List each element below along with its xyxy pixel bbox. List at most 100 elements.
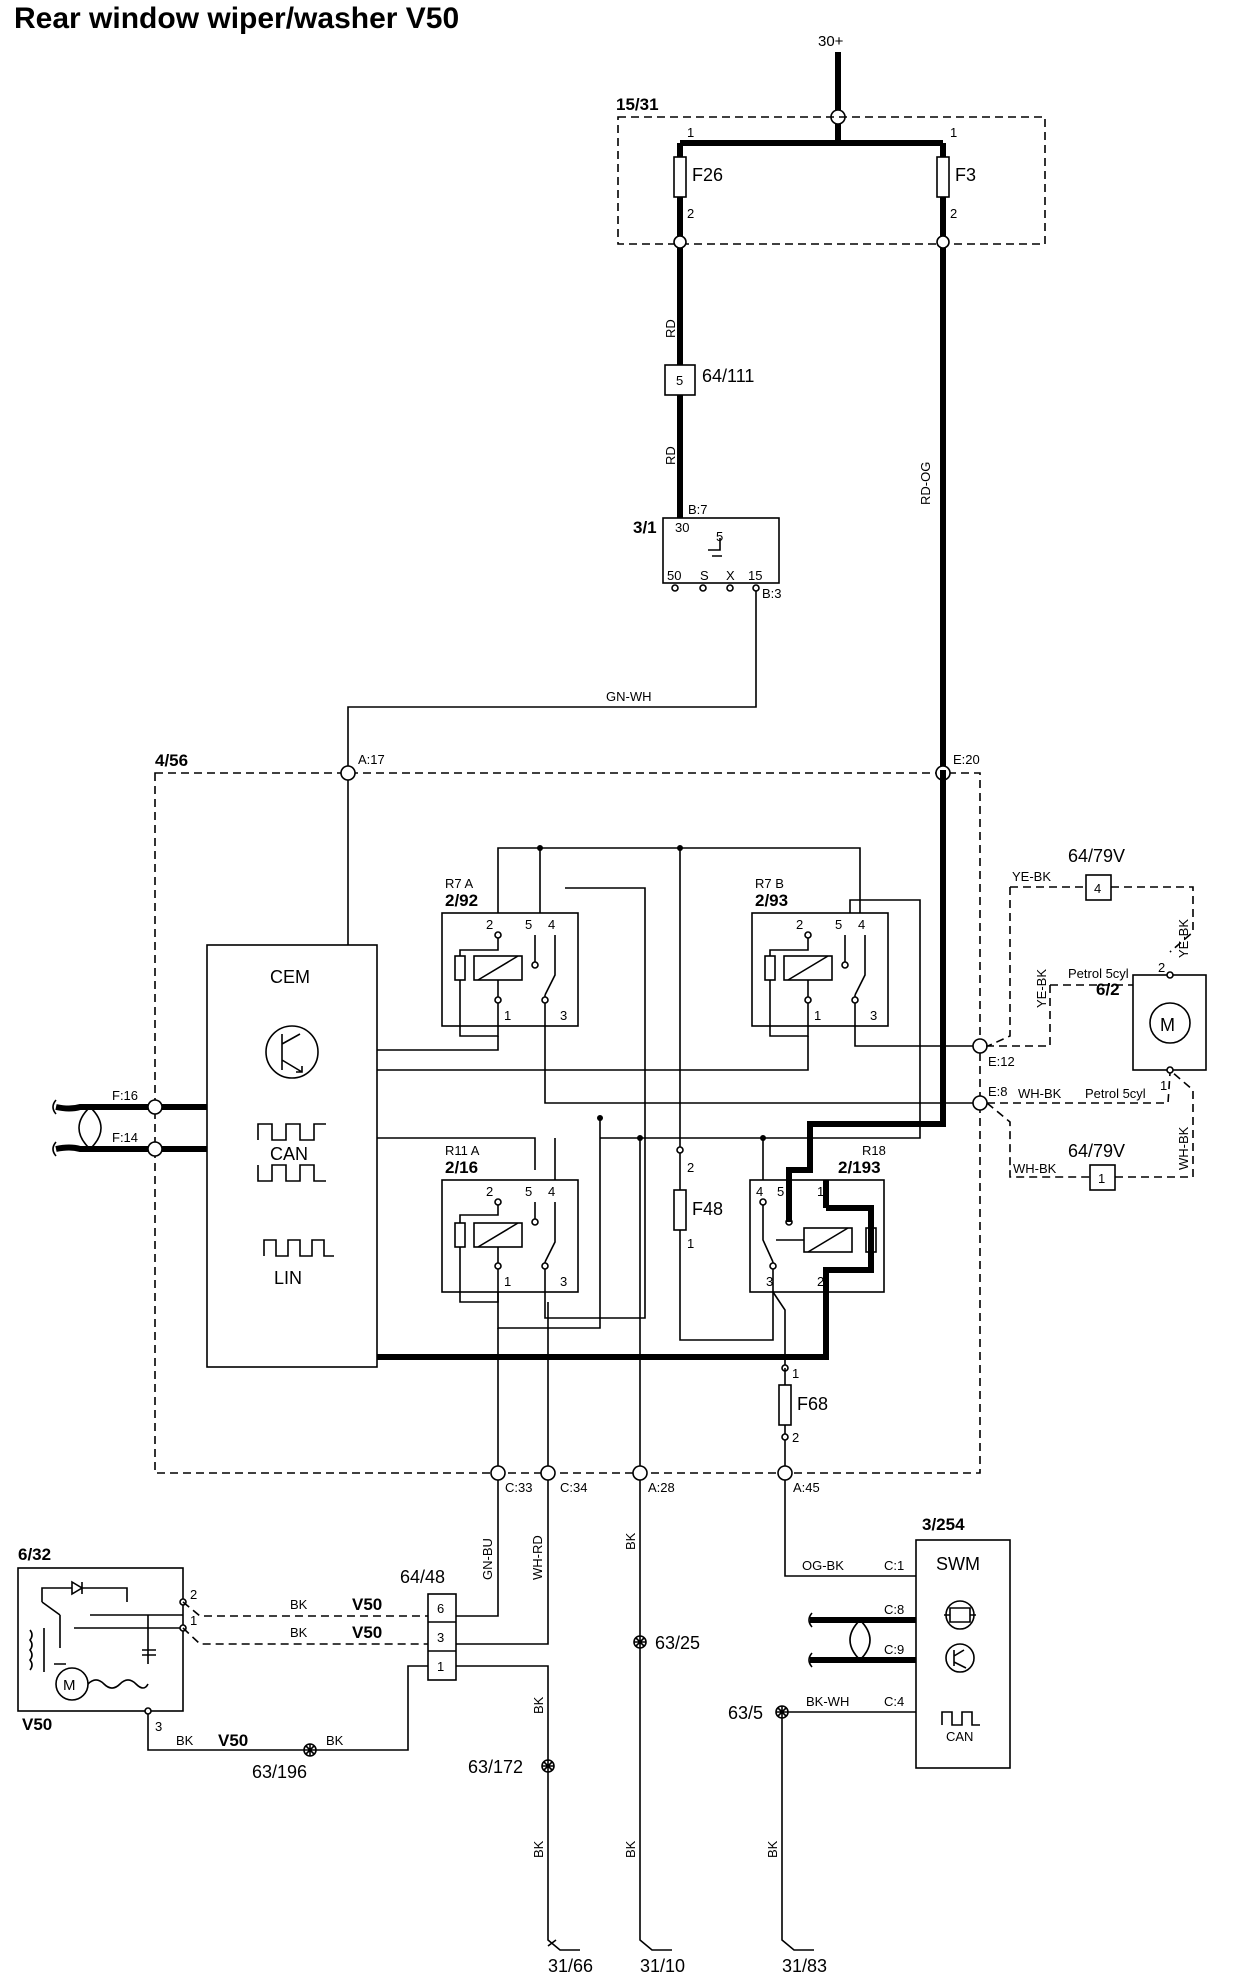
- pin-a28-label: A:28: [648, 1480, 675, 1495]
- connector-64-111-label: 64/111: [702, 366, 754, 386]
- front-wiper-motor-icon: [1149, 1002, 1191, 1044]
- ground-63-172-wire-color-2: BK: [531, 1840, 546, 1858]
- relay-r11a-to-pins: [497, 1302, 549, 1466]
- relay-r7a-id: 2/92: [445, 891, 478, 910]
- wh-bk-label-3: WH-BK: [1176, 1126, 1191, 1170]
- relay-r7b-pin-1: 1: [814, 1008, 821, 1023]
- relay-r11a-node-5: [531, 1218, 539, 1226]
- cem-to-r11a: [377, 1137, 536, 1170]
- rear-motor-diode-icon: [71, 1580, 84, 1596]
- swm-name: SWM: [936, 1554, 980, 1574]
- swm-id-label: 3/254: [922, 1515, 965, 1534]
- f26-pin-in: 1: [687, 125, 694, 140]
- relay-r7b-pin-3: 3: [870, 1008, 877, 1023]
- f26-pin-out: 2: [687, 206, 694, 221]
- ye-bk-label-2: YE-BK: [1034, 969, 1049, 1008]
- lin-wave-icon: [263, 1239, 334, 1257]
- ignition-switch: [662, 517, 780, 584]
- og-bk-wire: [784, 1480, 916, 1577]
- swm-can-break-icon: [808, 1612, 813, 1668]
- fuse-f68: [778, 1384, 792, 1426]
- connector-64-111-pin: 5: [676, 373, 683, 388]
- swm-module: [915, 1539, 1011, 1769]
- rear-motor-pin-3-label: 3: [155, 1719, 162, 1734]
- r18-coil-loop-wire: [823, 1202, 874, 1292]
- rear-motor-wire-2-v50: V50: [352, 1595, 382, 1614]
- f3-pin-in: 1: [950, 125, 957, 140]
- relay-r18-pin-4: 4: [756, 1184, 763, 1199]
- relay-r18-pin-2: 2: [817, 1274, 824, 1289]
- can-bus-twist-icon: [78, 1106, 102, 1150]
- relay-r11a-pin-5: 5: [525, 1184, 532, 1199]
- rear-motor-wire-1-color: BK: [290, 1625, 308, 1640]
- connector-64-79v-bottom: [1089, 1164, 1116, 1191]
- r18-pin3-to-f68: [772, 1291, 786, 1368]
- swm-transistor-symbol: [953, 1649, 967, 1669]
- relay-r18-node-3: [769, 1262, 777, 1270]
- wh-rd-wire-label: WH-RD: [530, 1535, 545, 1580]
- rear-ground-wire-color-2: BK: [326, 1733, 344, 1748]
- wh-bk-wire-bottom: [986, 1071, 1194, 1178]
- can-bus-wire-high: [55, 1104, 207, 1112]
- junction-2: [677, 845, 683, 851]
- rear-motor-capacitor-icon: [87, 1649, 156, 1689]
- relay-r18-id: 2/193: [838, 1158, 881, 1177]
- ground-63-196-cross: [304, 1744, 316, 1756]
- connector-64-79v-top-pin: 4: [1094, 881, 1101, 896]
- og-bk-wire-label: OG-BK: [802, 1558, 844, 1573]
- connector-64-48-dividers: [428, 1621, 456, 1652]
- relay-top-bus: [497, 847, 861, 913]
- relay-r7b-pin-5: 5: [835, 917, 842, 932]
- rear-ground-wire-color-1: BK: [176, 1733, 194, 1748]
- relay-r7a-node-5: [531, 961, 539, 969]
- swm-pin-c8: C:8: [884, 1602, 904, 1617]
- rear-motor-wire-2-color: BK: [290, 1597, 308, 1612]
- connector-64-111: [664, 364, 696, 396]
- rear-motor-m-symbol: M: [63, 1677, 76, 1694]
- bk-wh-wire-label: BK-WH: [806, 1694, 849, 1709]
- fusebox-outline: [617, 116, 1046, 245]
- ground-63-196-label: 63/196: [252, 1762, 307, 1782]
- r7a-to-e8: [544, 1036, 980, 1104]
- relay-r11a-name: R11 A: [445, 1143, 480, 1158]
- pin-c34-label: C:34: [560, 1480, 587, 1495]
- ground-63-25-wire: [639, 1480, 672, 1951]
- rd-og-wire-label: RD-OG: [918, 462, 933, 505]
- petrol-5cyl-label-top: Petrol 5cyl: [1068, 966, 1129, 981]
- relay-r7b-node-2: [804, 931, 812, 939]
- ignition-pin-s: [699, 584, 707, 592]
- swm-airbag-symbol: [944, 1607, 976, 1623]
- relay-r18-pin-5: 5: [777, 1184, 784, 1199]
- ground-63-172-wire-color-1: BK: [531, 1696, 546, 1714]
- connector-64-48-label: 64/48: [400, 1567, 445, 1587]
- ignition-terminal-50: 50: [667, 568, 681, 583]
- relay-r7b-name: R7 B: [755, 876, 784, 891]
- pin-a17-label: A:17: [358, 752, 385, 767]
- relay-r11a-node-3: [541, 1262, 549, 1270]
- pin-c33-label: C:33: [505, 1480, 532, 1495]
- ignition-pin-50: [671, 584, 679, 592]
- relay-r7a-pin-1: 1: [504, 1008, 511, 1023]
- connector-64-48-to-cem: [456, 1480, 549, 1645]
- diagram-title: Rear window wiper/washer V50: [14, 2, 460, 35]
- cem-ground-wire: [377, 1292, 829, 1360]
- ground-31-66-label: 31/66: [548, 1956, 593, 1976]
- f48-wire-bottom: [679, 1230, 774, 1341]
- f48-pin-1: 1: [687, 1236, 694, 1251]
- rear-motor-pin-wires: [90, 1614, 183, 1650]
- front-wiper-motor-label: 6/2: [1096, 980, 1120, 999]
- relay-r11a-node-1: [494, 1262, 502, 1270]
- ignition-pin-15: [752, 584, 760, 592]
- rear-ground-wire-v50: V50: [218, 1731, 248, 1750]
- relay-r7b-pin-4: 4: [858, 917, 865, 932]
- rear-motor-pin-1-label: 1: [190, 1613, 197, 1628]
- connector-64-48: [427, 1593, 457, 1681]
- relay-r18-coil-detail: [807, 1227, 849, 1253]
- rear-motor-wire-1: [182, 1627, 428, 1645]
- relay-r11a-pin-1: 1: [504, 1274, 511, 1289]
- relay-r7a-name: R7 A: [445, 876, 474, 891]
- front-wiper-motor: [1132, 974, 1207, 1071]
- front-motor-pin-2-label: 2: [1158, 960, 1165, 975]
